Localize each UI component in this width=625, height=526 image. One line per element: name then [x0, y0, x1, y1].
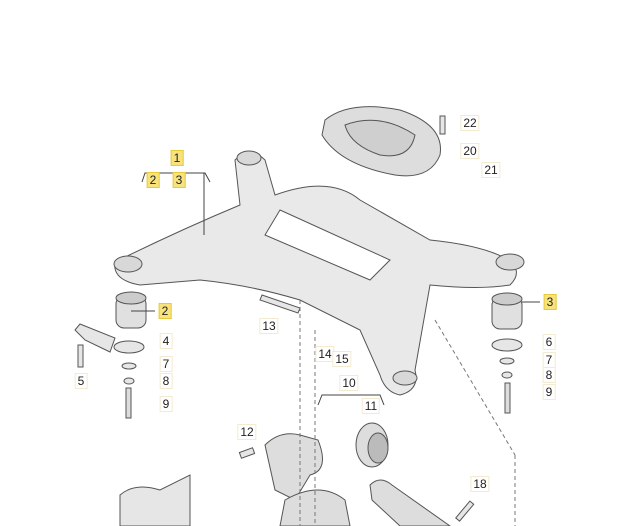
- callout-9-right[interactable]: 9: [542, 384, 556, 400]
- callout-2[interactable]: 2: [146, 172, 160, 188]
- callout-20[interactable]: 20: [460, 143, 480, 159]
- callout-11[interactable]: 11: [361, 398, 381, 414]
- callout-3[interactable]: 3: [172, 172, 186, 188]
- callout-12[interactable]: 12: [237, 424, 257, 440]
- callout-15[interactable]: 15: [332, 351, 352, 367]
- callout-3-bushing[interactable]: 3: [543, 294, 557, 310]
- callout-22[interactable]: 22: [460, 115, 480, 131]
- callout-7-right[interactable]: 7: [542, 352, 556, 368]
- callout-18[interactable]: 18: [470, 476, 490, 492]
- callout-4[interactable]: 4: [159, 333, 173, 349]
- callout-1[interactable]: 1: [170, 150, 184, 166]
- mount-part: [264, 433, 323, 501]
- callout-8-right[interactable]: 8: [542, 367, 556, 383]
- callout-7-left[interactable]: 7: [159, 356, 173, 372]
- callout-13[interactable]: 13: [259, 318, 279, 334]
- callout-9-left[interactable]: 9: [159, 396, 173, 412]
- callout-5[interactable]: 5: [74, 373, 88, 389]
- callout-8-left[interactable]: 8: [159, 373, 173, 389]
- callout-10[interactable]: 10: [339, 375, 359, 391]
- callout-21[interactable]: 21: [481, 162, 501, 178]
- callout-2-bushing[interactable]: 2: [158, 303, 172, 319]
- callout-6[interactable]: 6: [542, 334, 556, 350]
